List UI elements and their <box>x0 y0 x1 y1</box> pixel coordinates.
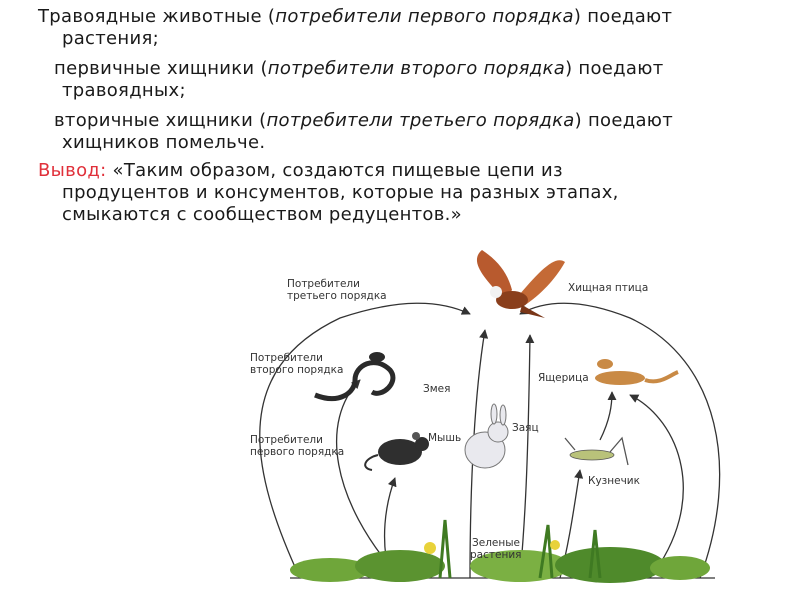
label-level1-line1: Потребители <box>250 434 323 446</box>
label-plants-line1: Зеленые <box>472 537 520 549</box>
label-mouse: Мышь <box>428 432 461 444</box>
bird-of-prey-icon <box>477 250 565 318</box>
label-snake: Змея <box>423 383 450 395</box>
label-level3-line2: третьего порядка <box>287 290 387 302</box>
label-plants-line2: растения <box>470 549 521 561</box>
label-level2-line1: Потребители <box>250 352 323 364</box>
label-grasshopper: Кузнечик <box>588 475 640 487</box>
label-lizard: Ящерица <box>538 372 589 384</box>
inner-left-arc <box>337 380 400 578</box>
grasshopper-icon <box>565 438 628 465</box>
label-level1-line2: первого порядка <box>250 446 344 458</box>
label-level3-line1: Потребители <box>287 278 360 290</box>
arrow-grasshopper-lizard <box>600 392 612 440</box>
label-hare: Заяц <box>512 422 539 434</box>
lizard-icon <box>595 359 678 385</box>
arrow-hare-up <box>520 335 530 578</box>
mouse-icon <box>365 432 429 470</box>
label-level2-line2: второго порядка <box>250 364 343 376</box>
hare-icon <box>465 404 508 468</box>
label-bird: Хищная птица <box>568 282 648 294</box>
